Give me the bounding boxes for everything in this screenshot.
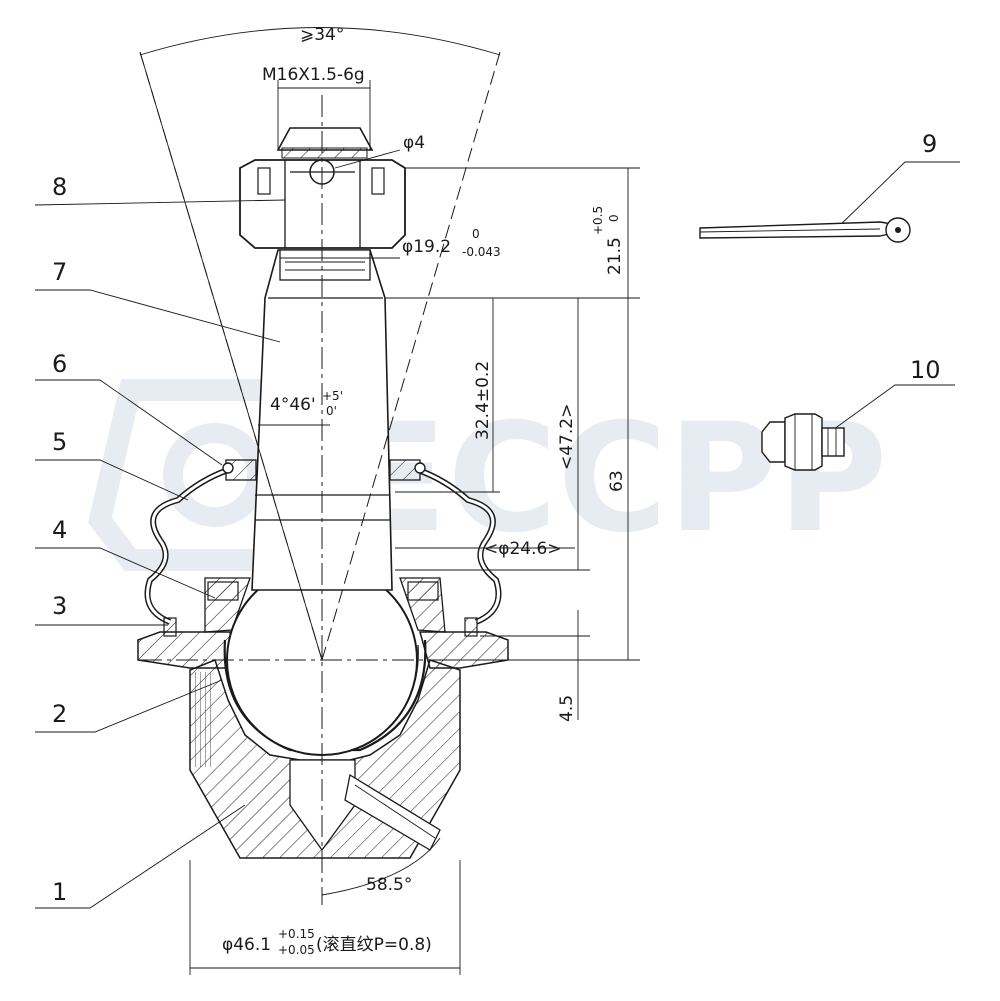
dim-cone-angle: ⩾34° — [300, 25, 344, 45]
dim-base-diameter-tol-lower: +0.05 — [278, 943, 315, 957]
cotter-pin-part-9 — [699, 217, 911, 243]
dim-reference-diameter: <φ24.6> — [484, 539, 562, 559]
callout-leaders — [34, 161, 960, 909]
dust-boot-part-5 — [144, 459, 502, 625]
callout-1: 1 — [52, 878, 67, 906]
grease-fitting-part-10 — [761, 413, 845, 471]
dim-taper-length: 32.4±0.2 — [473, 361, 493, 440]
dim-base-diameter-note: (滚直纹P=0.8) — [316, 935, 432, 955]
dim-thread: M16X1.5-6g — [262, 65, 365, 85]
callout-10: 10 — [910, 356, 941, 384]
dim-total-length: 63 — [607, 470, 627, 492]
housing-part-1 — [137, 577, 509, 859]
dim-offset: 4.5 — [557, 695, 577, 722]
dim-taper-angle-tol-upper: +5' — [322, 389, 343, 403]
dim-taper-angle: 4°46' — [270, 395, 316, 415]
clip-ring-part-6 — [222, 462, 426, 474]
dim-top-length: 21.5 — [605, 237, 625, 275]
retaining-ring-part-3 — [163, 617, 478, 637]
center-lines — [139, 51, 510, 905]
callout-7: 7 — [52, 258, 67, 286]
dim-nut-diameter: φ19.2 — [402, 237, 451, 257]
dim-base-diameter-tol-upper: +0.15 — [278, 927, 315, 941]
dim-top-length-tol-lower: 0 — [607, 214, 621, 222]
callout-8: 8 — [52, 173, 67, 201]
dim-base-diameter: φ46.1 — [222, 935, 271, 955]
dim-taper-angle-tol-lower: 0' — [326, 404, 337, 418]
callout-9: 9 — [922, 130, 937, 158]
callout-5: 5 — [52, 428, 67, 456]
dim-nut-diameter-tol-upper: 0 — [472, 227, 480, 241]
dim-reference-length: <47.2> — [557, 404, 577, 470]
callout-4: 4 — [52, 516, 67, 544]
dim-nut-diameter-tol-lower: -0.043 — [462, 245, 501, 259]
dim-bottom-angle: 58.5° — [366, 875, 412, 895]
dimension-lines — [139, 27, 640, 975]
callout-6: 6 — [52, 350, 67, 378]
callout-2: 2 — [52, 700, 67, 728]
dim-pin-hole: φ4 — [403, 133, 425, 153]
seal-part-4 — [207, 581, 439, 601]
dim-top-length-tol-upper: +0.5 — [591, 206, 605, 235]
callout-3: 3 — [52, 592, 67, 620]
